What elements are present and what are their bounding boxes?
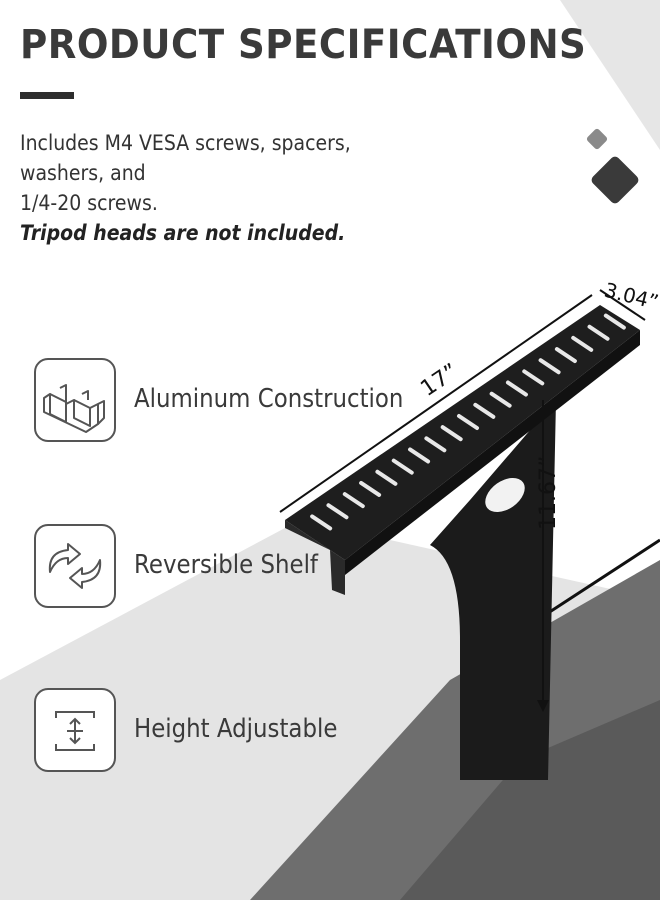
- feature-icon-box: [34, 688, 116, 772]
- dim-height-label: 11.67”: [536, 455, 561, 530]
- shelf-slot: [359, 480, 382, 497]
- shelf-slot: [375, 469, 398, 486]
- shelf-front-lip: [285, 520, 345, 595]
- shelf-slot: [522, 369, 545, 386]
- dim-line-length: [279, 294, 593, 513]
- diamond-small: [586, 128, 608, 150]
- corner-panel: [560, 0, 660, 150]
- feature-reversible: Reversible Shelf: [34, 524, 434, 610]
- shelf-right-lip: [345, 330, 640, 575]
- dim-line-width: [599, 289, 646, 321]
- shelf-slot: [571, 335, 594, 352]
- intro-line-2: 1/4-20 screws.: [20, 191, 158, 215]
- shelf-slot: [440, 425, 463, 442]
- shelf-slot: [603, 313, 626, 330]
- intro-note: Tripod heads are not included.: [20, 221, 346, 245]
- dim-arrow-height-bottom: [537, 700, 549, 712]
- page-title: PRODUCT SPECIFICATIONS: [20, 22, 587, 68]
- intro-line-1: Includes M4 VESA screws, spacers, washer…: [20, 131, 351, 185]
- feature-label: Aluminum Construction: [134, 384, 404, 414]
- height-adjust-icon: [55, 711, 95, 751]
- shelf-slot: [538, 358, 561, 375]
- shelf-slot: [505, 380, 528, 397]
- diamond-large: [591, 156, 639, 204]
- shelf-slot: [473, 402, 496, 419]
- shelf-slot: [587, 324, 610, 341]
- intro-text: Includes M4 VESA screws, spacers, washer…: [20, 128, 416, 248]
- shelf-slot: [554, 347, 577, 364]
- shelf-slot: [342, 492, 365, 509]
- shelf-slot: [424, 436, 447, 453]
- aluminum-profile-icon: [43, 384, 105, 433]
- shelf-slot: [489, 391, 512, 408]
- feature-height: Height Adjustable: [34, 688, 434, 774]
- title-underline: [20, 92, 74, 99]
- shelf-slot: [310, 514, 333, 531]
- feature-icon-box: [34, 524, 116, 608]
- shelf-slot: [391, 458, 414, 475]
- feature-icon-box: [34, 358, 116, 442]
- shelf-slot: [326, 503, 349, 520]
- shelf-slot: [457, 414, 479, 430]
- feature-aluminum: Aluminum Construction: [34, 358, 434, 444]
- desk-edge: [544, 538, 660, 617]
- feature-label: Height Adjustable: [134, 714, 338, 744]
- shelf-slots: [310, 313, 626, 531]
- reverse-arrows-icon: [48, 543, 102, 589]
- floor-shadow: [400, 700, 660, 900]
- plate-hole: [485, 477, 525, 513]
- shelf-slot: [408, 447, 431, 464]
- feature-label: Reversible Shelf: [134, 550, 319, 580]
- shelf-vertical-plate: [430, 400, 556, 780]
